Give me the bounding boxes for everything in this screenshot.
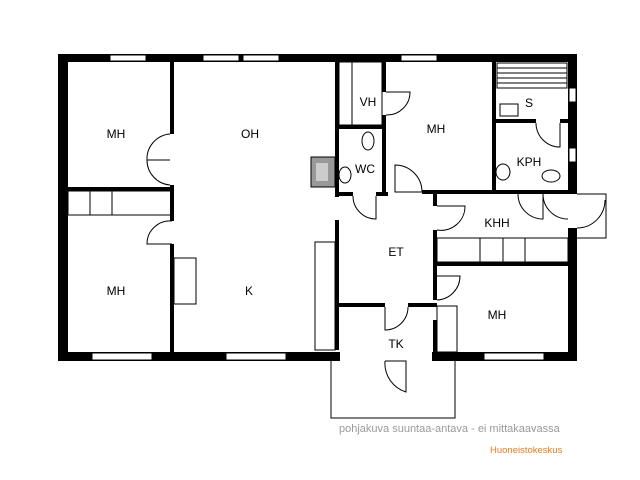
brand-logo-text: Huoneistokeskus xyxy=(490,445,563,456)
room-label-et: ET xyxy=(388,245,404,259)
room-label-mh: MH xyxy=(107,127,126,141)
room-label-kph: KPH xyxy=(517,155,542,169)
sauna-bench xyxy=(496,62,568,89)
room-label-oh: OH xyxy=(241,127,259,141)
room-label-wc: WC xyxy=(355,162,375,176)
room-label-khh: KHH xyxy=(484,216,509,230)
room-label-s: S xyxy=(525,96,533,110)
room-label-mh: MH xyxy=(107,284,126,298)
room-label-k: K xyxy=(245,284,253,298)
room-label-tk: TK xyxy=(388,337,403,351)
fixtures xyxy=(67,61,569,353)
brand-logo: Huoneistokeskus xyxy=(490,439,562,463)
room-label-mh: MH xyxy=(488,308,507,322)
doors xyxy=(146,91,607,419)
disclaimer-note: pohjakuva suuntaa-antava - ei mittakaava… xyxy=(339,423,560,435)
windows xyxy=(91,54,577,361)
room-label-vh: VH xyxy=(360,95,377,109)
interior-walls xyxy=(68,62,570,352)
room-label-mh: MH xyxy=(427,122,446,136)
